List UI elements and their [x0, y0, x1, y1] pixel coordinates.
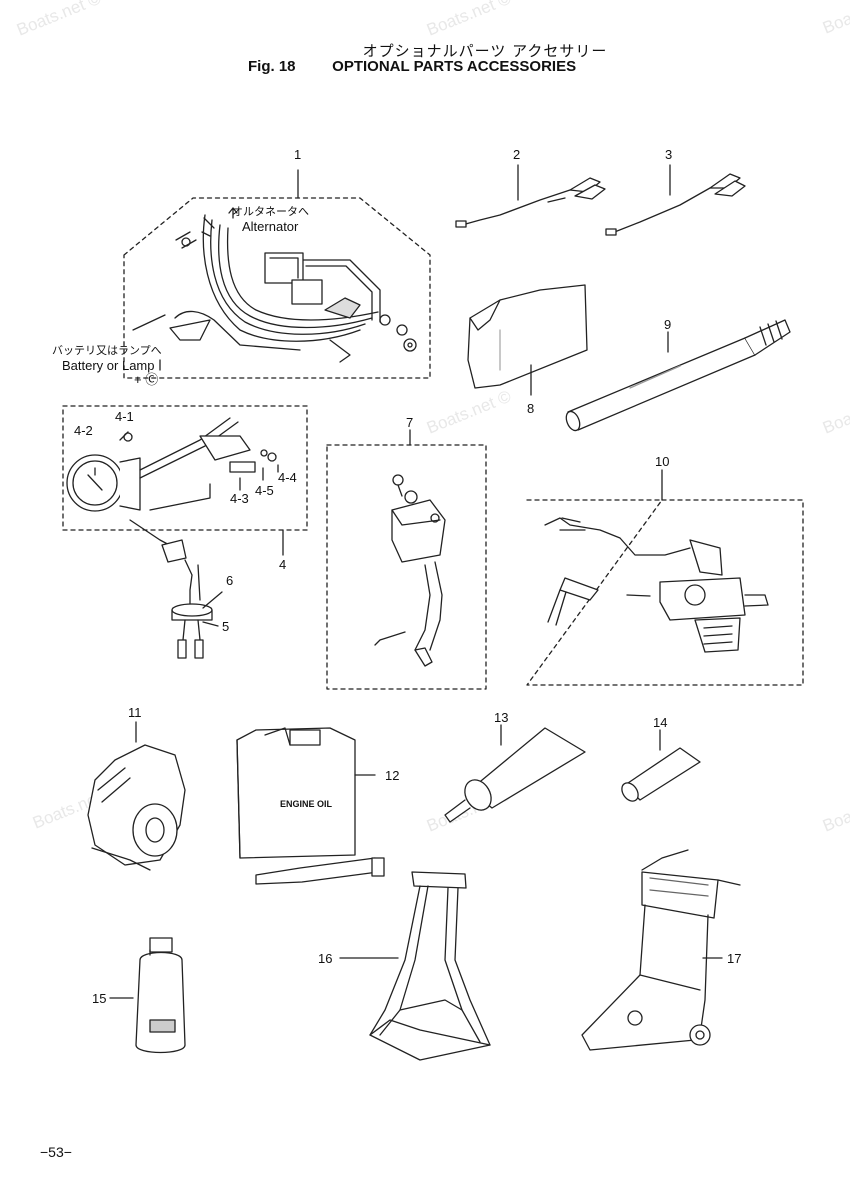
callout-9: 9 — [664, 317, 672, 332]
callout-12: 12 — [385, 768, 400, 783]
housing-part-illustration — [87, 721, 186, 871]
grease-tube-illustration — [444, 724, 586, 823]
wiring-harness-illustration — [123, 169, 431, 379]
callout-7: 7 — [406, 415, 414, 430]
polarity-label: + Ⓒ — [134, 372, 159, 387]
cover-bag-illustration — [467, 284, 588, 396]
alternator-label: Alternator — [242, 219, 299, 234]
title-english: OPTIONAL PARTS ACCESSORIES — [332, 58, 577, 75]
extension-cable-3 — [605, 164, 746, 236]
callout-17: 17 — [727, 951, 742, 966]
oil-can-illustration — [236, 727, 385, 885]
alternator-label-jp: オルタネータへ — [232, 205, 309, 218]
engine-oil-label: ENGINE OIL — [280, 799, 333, 809]
callout-4-3: 4-3 — [230, 491, 249, 506]
spray-can-illustration — [109, 937, 186, 1054]
page-number: −53− — [40, 1144, 72, 1160]
figure-title: Fig. 18 OPTIONAL PARTS ACCESSORIES — [248, 58, 576, 75]
callout-4-1: 4-1 — [115, 409, 134, 424]
motor-stand-illustration — [339, 871, 491, 1061]
callout-6: 6 — [226, 573, 234, 588]
callout-15: 15 — [92, 991, 107, 1006]
callout-5: 5 — [222, 619, 230, 634]
callout-2: 2 — [513, 147, 521, 162]
small-tube-illustration — [621, 729, 701, 802]
figure-number: Fig. 18 — [248, 58, 296, 75]
battery-label-jp: バッテリ又はランプへ — [52, 344, 162, 357]
motor-cart-illustration — [581, 849, 741, 1051]
callout-13: 13 — [494, 710, 509, 725]
callout-8: 8 — [527, 401, 535, 416]
remote-control-illustration — [526, 469, 804, 686]
callout-10: 10 — [655, 454, 670, 469]
title-japanese: オプショナルパーツ アクセサリー — [362, 42, 608, 60]
tiller-extension-illustration — [565, 319, 791, 432]
callout-4-5: 4-5 — [255, 483, 274, 498]
callout-3: 3 — [665, 147, 673, 162]
callout-4-2: 4-2 — [74, 423, 93, 438]
control-unit-illustration — [326, 429, 487, 690]
extension-cable-2 — [455, 164, 606, 228]
callout-1: 1 — [294, 147, 302, 162]
battery-label: Battery or Lamp — [62, 358, 155, 373]
tachometer-kit-illustration — [62, 405, 308, 659]
callout-4: 4 — [279, 557, 287, 572]
callout-11: 11 — [128, 705, 142, 720]
callout-4-4: 4-4 — [278, 470, 297, 485]
callout-16: 16 — [318, 951, 333, 966]
callout-14: 14 — [653, 715, 668, 730]
